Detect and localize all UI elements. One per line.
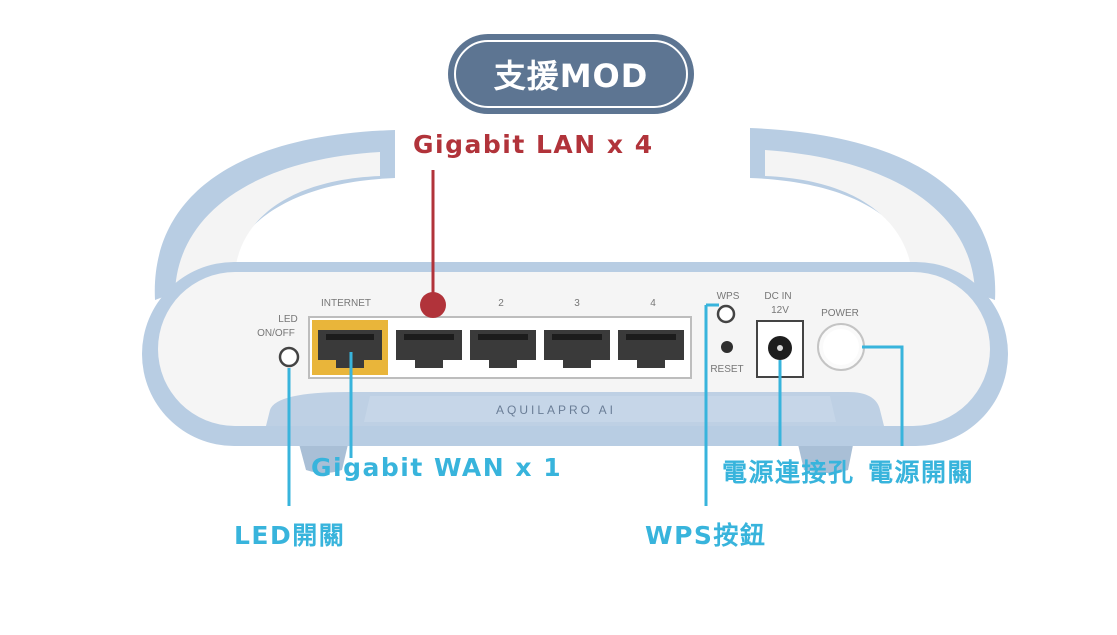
- led-label: LED: [278, 314, 297, 325]
- blue-callout-lines: [287, 303, 904, 506]
- dc-in-label: DC IN: [764, 291, 791, 302]
- wps-callout-label: WPS按鈕: [645, 521, 767, 550]
- power-callout-line: [862, 345, 904, 446]
- wps-button[interactable]: [716, 304, 736, 324]
- lan-callout-label: Gigabit LAN x 4: [413, 130, 654, 159]
- brand-label: AQUILAPRO AI: [496, 403, 616, 417]
- port-number-3: 3: [574, 298, 580, 309]
- lan-port-3[interactable]: [544, 330, 610, 368]
- port-number-2: 2: [498, 298, 504, 309]
- mod-support-badge: 支援MOD: [448, 34, 694, 114]
- lan-port-2[interactable]: [470, 330, 536, 368]
- dc-in-voltage: 12V: [771, 305, 789, 316]
- port-number-4: 4: [650, 298, 656, 309]
- wan-callout-label: Gigabit WAN x 1: [311, 453, 563, 482]
- internet-label: INTERNET: [321, 298, 371, 309]
- mod-support-badge-text: 支援MOD: [454, 40, 688, 108]
- reset-hole[interactable]: [721, 341, 733, 353]
- lan-port-1[interactable]: [396, 330, 462, 368]
- lan-port-4[interactable]: [618, 330, 684, 368]
- led-label-2: ON/OFF: [257, 328, 295, 339]
- led-button[interactable]: [278, 346, 300, 368]
- lan-callout-dot: [420, 292, 446, 318]
- reset-label: RESET: [710, 364, 743, 375]
- wps-label: WPS: [717, 291, 740, 302]
- power-callout-label: 電源開關: [868, 458, 975, 487]
- dc-in-callout-label: 電源連接孔: [722, 458, 855, 487]
- power-label: POWER: [821, 308, 859, 319]
- led-callout-label: LED開關: [234, 521, 346, 550]
